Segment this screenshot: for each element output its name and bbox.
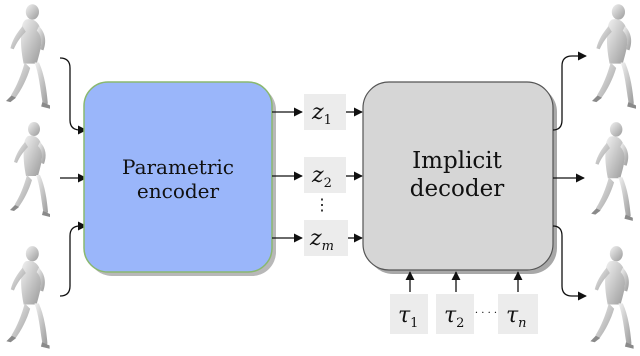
running-figure-icon (592, 4, 636, 109)
svg-text:τn: τn (506, 303, 527, 331)
svg-text:zm: zm (309, 226, 334, 254)
time-tau1: τ1 (390, 271, 428, 334)
output-arrow-1 (552, 51, 587, 131)
output-arrow-3 (552, 225, 587, 301)
output-connectors (552, 51, 587, 301)
decoder-block: Implicit decoder (362, 81, 557, 274)
time-taun: τn (498, 271, 538, 334)
encoder-block: Parametric encoder (83, 81, 276, 276)
svg-text:τ2: τ2 (444, 303, 464, 331)
time-inputs: τ1 τ2 · · · · τn (390, 271, 538, 334)
time-tau2: τ2 (436, 271, 474, 334)
svg-text:τ1: τ1 (398, 303, 418, 331)
encoder-box (83, 81, 273, 273)
running-figure-icon (6, 246, 50, 349)
decoder-box (362, 81, 554, 271)
input-arrow-1 (59, 57, 87, 135)
time-ellipsis: · · · · (475, 308, 497, 319)
latent-ellipsis: ⋮ (314, 195, 330, 214)
input-arrow-3 (59, 221, 87, 297)
latent-decoder-arrows (346, 107, 363, 243)
running-figure-icon (10, 122, 50, 217)
encoder-latent-arrows (272, 107, 303, 243)
encoder-label-line2: encoder (137, 179, 220, 203)
latent-zm: zm (304, 220, 348, 256)
running-figure-icon (590, 246, 634, 349)
latent-z1: z1 (304, 94, 346, 130)
latent-codes: z1 z2 ⋮ zm (304, 94, 348, 256)
svg-text:z1: z1 (311, 100, 332, 128)
running-figure-icon (591, 122, 633, 221)
input-figures (6, 4, 50, 349)
output-figures (590, 4, 636, 349)
svg-text:z2: z2 (311, 163, 332, 191)
running-figure-icon (6, 4, 50, 109)
latent-z2: z2 (304, 157, 346, 193)
decoder-label-line1: Implicit (412, 148, 503, 174)
decoder-label-line2: decoder (410, 176, 504, 202)
input-connectors (59, 57, 87, 297)
encoder-label-line1: Parametric (122, 155, 234, 179)
